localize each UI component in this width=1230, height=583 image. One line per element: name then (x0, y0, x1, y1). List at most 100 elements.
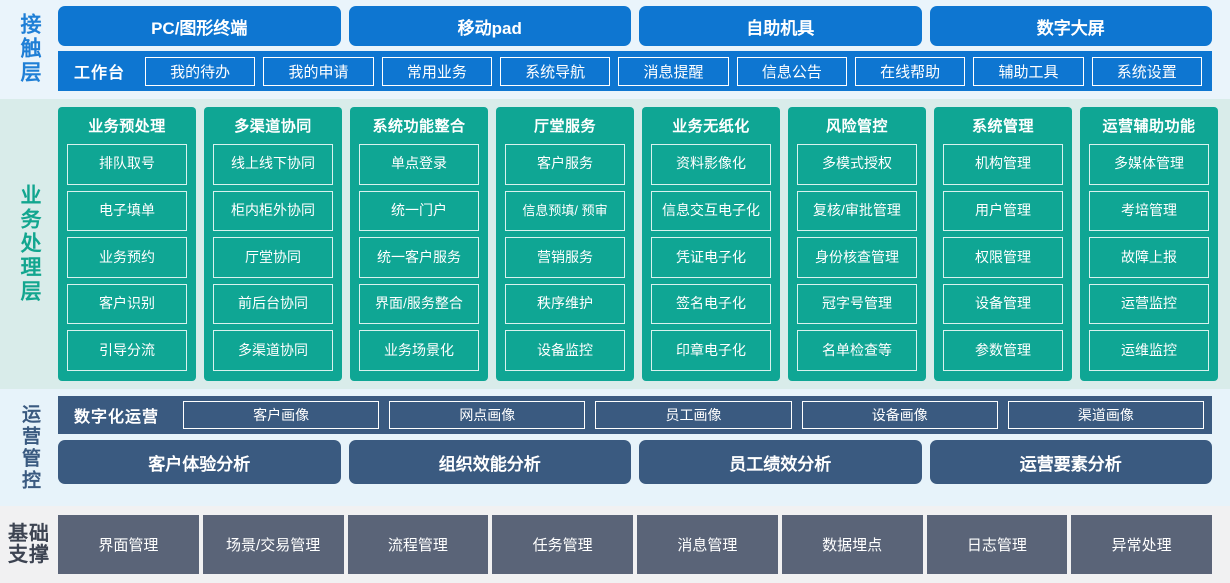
biz-item-business-scenario[interactable]: 业务场景化 (359, 330, 479, 371)
channel-row: PC/图形终端 移动pad 自助机具 数字大屏 (58, 6, 1212, 46)
portrait-item-customer[interactable]: 客户画像 (183, 401, 380, 429)
operations-layer: 运营管控 数字化运营 客户画像 网点画像 员工画像 设备画像 渠道画像 客户体验… (0, 389, 1230, 506)
biz-item-identity-verification[interactable]: 身份核查管理 (797, 237, 917, 278)
foundation-chip-task-management[interactable]: 任务管理 (492, 515, 633, 574)
foundation-chip-exception-handling[interactable]: 异常处理 (1071, 515, 1212, 574)
biz-item-user-management[interactable]: 用户管理 (943, 190, 1063, 232)
business-layer-body: 业务预处理 排队取号 电子填单 业务预约 客户识别 引导分流 多渠道协同 线上线… (58, 107, 1230, 381)
foundation-chip-message-management[interactable]: 消息管理 (637, 515, 778, 574)
biz-item-sso[interactable]: 单点登录 (359, 144, 479, 185)
digital-operations-bar: 数字化运营 客户画像 网点画像 员工画像 设备画像 渠道画像 (58, 396, 1212, 434)
biz-item-online-offline[interactable]: 线上线下协同 (213, 144, 333, 185)
workbench-item-announcement[interactable]: 信息公告 (736, 56, 847, 86)
biz-item-front-back-collab[interactable]: 前后台协同 (213, 283, 333, 325)
biz-item-voucher-digital[interactable]: 凭证电子化 (651, 237, 771, 278)
biz-item-queue-number[interactable]: 排队取号 (67, 144, 187, 185)
business-column-multichannel: 多渠道协同 线上线下协同 柜内柜外协同 厅堂协同 前后台协同 多渠道协同 (204, 107, 342, 381)
foundation-chip-data-tracking[interactable]: 数据埋点 (781, 515, 923, 574)
biz-item-training-management[interactable]: 考培管理 (1089, 190, 1209, 232)
biz-item-incounter-outcounter[interactable]: 柜内柜外协同 (213, 190, 333, 232)
biz-item-guide-diversion[interactable]: 引导分流 (67, 330, 187, 371)
biz-item-info-exchange-digital[interactable]: 信息交互电子化 (651, 190, 771, 232)
biz-item-org-management[interactable]: 机构管理 (943, 144, 1063, 185)
analysis-chip-employee-performance[interactable]: 员工绩效分析 (639, 440, 922, 484)
biz-item-device-monitoring[interactable]: 设备监控 (505, 330, 625, 371)
foundation-chip-process-management[interactable]: 流程管理 (347, 515, 489, 574)
biz-item-marketing-service[interactable]: 营销服务 (505, 237, 625, 278)
channel-chip-self-service[interactable]: 自助机具 (639, 6, 922, 46)
biz-item-list-check[interactable]: 名单检查等 (797, 330, 917, 371)
portrait-item-channel[interactable]: 渠道画像 (1007, 401, 1205, 429)
portrait-item-branch[interactable]: 网点画像 (389, 401, 586, 429)
biz-item-multimedia-management[interactable]: 多媒体管理 (1089, 144, 1209, 185)
foundation-layer-label-text: 基础 支撑 (8, 523, 50, 566)
channel-chip-digital-screen[interactable]: 数字大屏 (929, 6, 1212, 46)
foundation-row: 界面管理 场景/交易管理 流程管理 任务管理 消息管理 数据埋点 日志管理 异常… (58, 515, 1212, 574)
operations-layer-label-text: 运营管控 (18, 403, 40, 492)
column-title: 业务预处理 (88, 118, 166, 135)
workbench-item-online-help[interactable]: 在线帮助 (854, 56, 966, 86)
biz-item-signature-digital[interactable]: 签名电子化 (651, 283, 771, 325)
biz-item-e-form[interactable]: 电子填单 (67, 190, 187, 232)
portrait-item-employee[interactable]: 员工画像 (595, 401, 792, 429)
biz-item-unified-customer-service[interactable]: 统一客户服务 (359, 237, 479, 278)
foundation-layer-label: 基础 支撑 (0, 515, 58, 574)
operations-layer-label: 运营管控 (0, 396, 58, 499)
portrait-item-device[interactable]: 设备画像 (801, 401, 998, 429)
biz-item-appointment[interactable]: 业务预约 (67, 237, 187, 278)
biz-item-operation-monitoring[interactable]: 运营监控 (1089, 283, 1209, 325)
column-title: 业务无纸化 (672, 118, 750, 135)
business-column-paperless: 业务无纸化 资料影像化 信息交互电子化 凭证电子化 签名电子化 印章电子化 (642, 107, 780, 381)
biz-item-review-approval[interactable]: 复核/审批管理 (797, 190, 917, 232)
business-column-system-integration: 系统功能整合 单点登录 统一门户 统一客户服务 界面/服务整合 业务场景化 (350, 107, 488, 381)
foundation-chip-ui-management[interactable]: 界面管理 (58, 515, 199, 574)
biz-item-customer-recognition[interactable]: 客户识别 (67, 283, 187, 325)
column-title: 厅堂服务 (533, 118, 596, 135)
foundation-chip-scenario-transaction[interactable]: 场景/交易管理 (202, 515, 344, 574)
contact-layer-label: 接触层 (0, 6, 58, 91)
business-column-lobby-service: 厅堂服务 客户服务 信息预填/ 预审 营销服务 秩序维护 设备监控 (496, 107, 634, 381)
business-column-wrap: 业务预处理 排队取号 电子填单 业务预约 客户识别 引导分流 多渠道协同 线上线… (58, 107, 1218, 381)
foundation-chip-log-management[interactable]: 日志管理 (926, 515, 1068, 574)
digital-operations-title: 数字化运营 (74, 409, 160, 426)
contact-layer-body: PC/图形终端 移动pad 自助机具 数字大屏 工作台 我的待办 我的申请 常用… (58, 6, 1230, 91)
biz-item-customer-service[interactable]: 客户服务 (505, 144, 625, 185)
biz-item-lobby-collab[interactable]: 厅堂协同 (213, 237, 333, 278)
biz-item-fault-report[interactable]: 故障上报 (1089, 237, 1209, 278)
workbench-item-system-settings[interactable]: 系统设置 (1091, 56, 1202, 86)
channel-chip-pc[interactable]: PC/图形终端 (58, 6, 341, 46)
biz-item-prefill-prereview[interactable]: 信息预填/ 预审 (505, 190, 625, 232)
workbench-item-common-business[interactable]: 常用业务 (381, 56, 492, 86)
foundation-layer: 基础 支撑 界面管理 场景/交易管理 流程管理 任务管理 消息管理 数据埋点 日… (0, 506, 1230, 583)
workbench-bar: 工作台 我的待办 我的申请 常用业务 系统导航 消息提醒 信息公告 在线帮助 辅… (58, 51, 1212, 91)
biz-item-maintenance-monitoring[interactable]: 运维监控 (1089, 330, 1209, 371)
biz-item-parameter-management[interactable]: 参数管理 (943, 330, 1063, 371)
business-column-pre-processing: 业务预处理 排队取号 电子填单 业务预约 客户识别 引导分流 (58, 107, 196, 381)
biz-item-multimode-auth[interactable]: 多模式授权 (797, 144, 917, 185)
biz-item-serial-number-mgmt[interactable]: 冠字号管理 (797, 283, 917, 325)
biz-item-seal-digital[interactable]: 印章电子化 (651, 330, 771, 371)
biz-item-ui-service-integration[interactable]: 界面/服务整合 (359, 283, 479, 325)
workbench-item-my-todo[interactable]: 我的待办 (145, 56, 256, 86)
biz-item-unified-portal[interactable]: 统一门户 (359, 190, 479, 232)
biz-item-order-maintenance[interactable]: 秩序维护 (505, 283, 625, 325)
column-title: 系统管理 (971, 118, 1034, 135)
workbench-item-my-application[interactable]: 我的申请 (263, 56, 374, 86)
column-title: 多渠道协同 (234, 118, 312, 135)
biz-item-permission-management[interactable]: 权限管理 (943, 237, 1063, 278)
biz-item-document-imaging[interactable]: 资料影像化 (651, 144, 771, 185)
biz-item-device-management[interactable]: 设备管理 (943, 283, 1063, 325)
operations-layer-body: 数字化运营 客户画像 网点画像 员工画像 设备画像 渠道画像 客户体验分析 组织… (58, 396, 1230, 499)
business-layer-label-text: 业务处理层 (18, 184, 42, 304)
workbench-item-aux-tools[interactable]: 辅助工具 (973, 56, 1084, 86)
column-title: 系统功能整合 (372, 118, 466, 135)
business-column-system-management: 系统管理 机构管理 用户管理 权限管理 设备管理 参数管理 (934, 107, 1072, 381)
analysis-chip-operation-factor[interactable]: 运营要素分析 (929, 440, 1212, 484)
analysis-chip-organization-efficiency[interactable]: 组织效能分析 (348, 440, 631, 484)
channel-chip-mobile-pad[interactable]: 移动pad (348, 6, 631, 46)
workbench-item-system-nav[interactable]: 系统导航 (500, 56, 611, 86)
biz-item-multichannel-collab[interactable]: 多渠道协同 (213, 330, 333, 371)
analysis-chip-customer-experience[interactable]: 客户体验分析 (58, 440, 341, 484)
workbench-item-message-alert[interactable]: 消息提醒 (618, 56, 729, 86)
